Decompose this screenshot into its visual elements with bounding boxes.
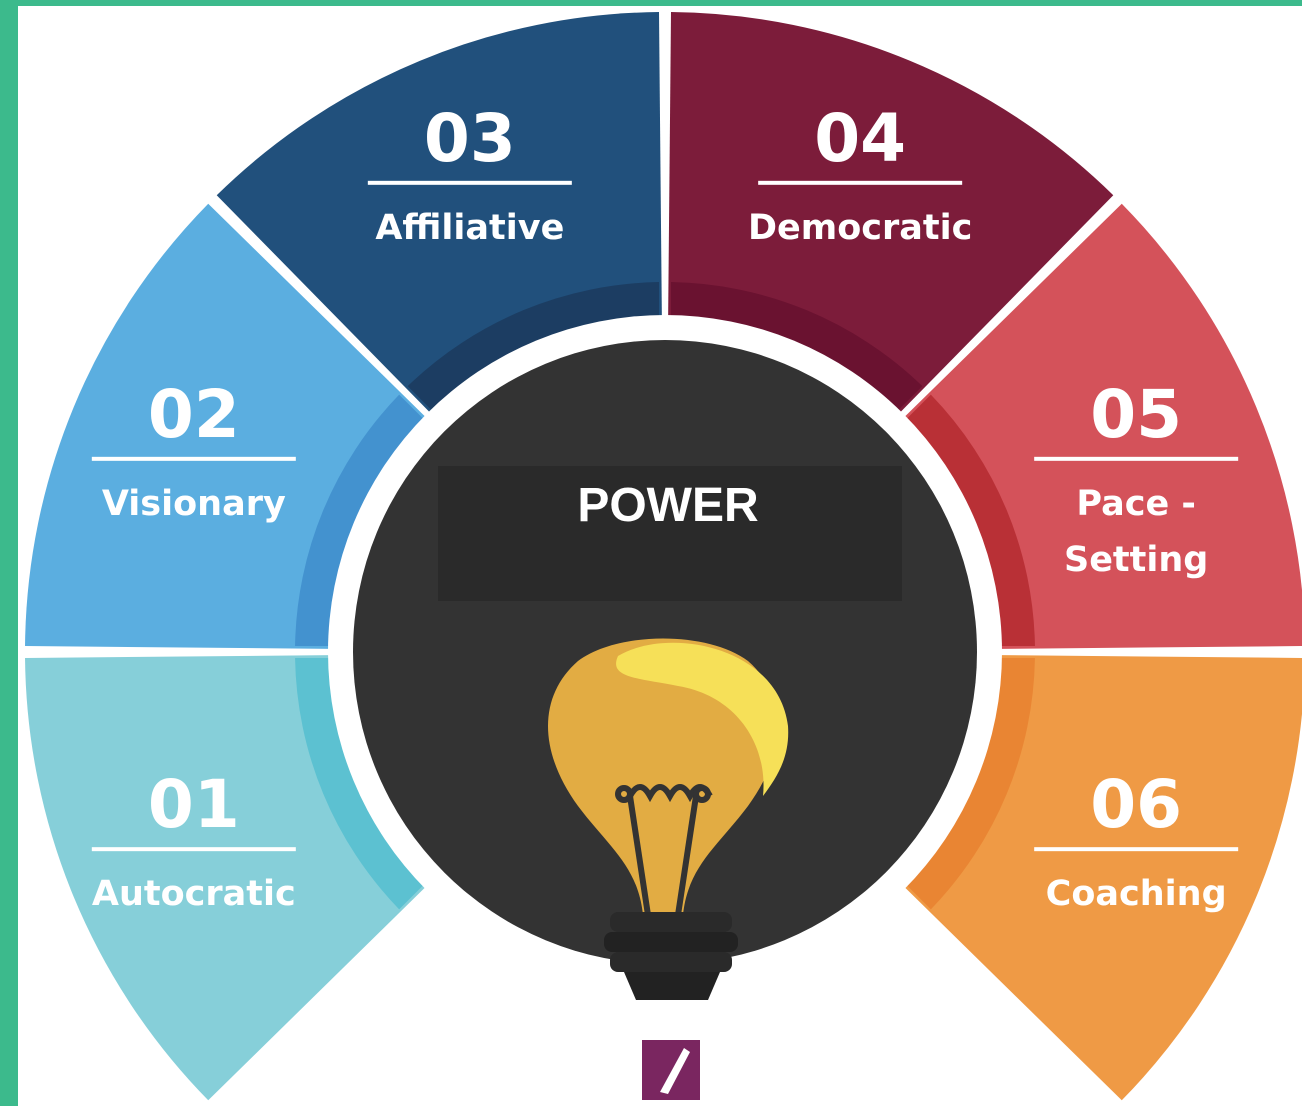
segment-divider xyxy=(91,456,296,461)
lightbulb-icon xyxy=(548,638,789,1000)
segment-number: 02 xyxy=(148,376,240,453)
segment-divider xyxy=(367,180,572,185)
segment-label: Autocratic xyxy=(92,874,296,914)
segment-number: 06 xyxy=(1090,766,1182,843)
center-title: POWER xyxy=(577,479,758,532)
segment-number: 05 xyxy=(1090,376,1182,453)
bulb-filament xyxy=(615,784,713,916)
bulb-base xyxy=(604,912,738,1000)
brand-logo xyxy=(642,1040,700,1100)
segment-divider xyxy=(91,847,296,852)
segment-label: Democratic xyxy=(748,208,972,248)
segment-divider xyxy=(1034,456,1239,461)
segment-number: 01 xyxy=(148,766,240,843)
segment-divider xyxy=(1034,847,1239,852)
segment-divider xyxy=(758,180,963,185)
bulb-glass xyxy=(548,638,778,915)
title-box xyxy=(438,466,902,601)
segment-label: Visionary xyxy=(102,484,286,524)
segment-number: 03 xyxy=(424,100,516,177)
bulb-highlight xyxy=(616,642,789,796)
segment-label: Pace - xyxy=(1076,484,1196,524)
segment-number: 04 xyxy=(814,100,906,177)
segment-label: Setting xyxy=(1064,540,1208,580)
segment-label: Coaching xyxy=(1046,874,1227,914)
segment-label: Affiliative xyxy=(375,208,564,248)
